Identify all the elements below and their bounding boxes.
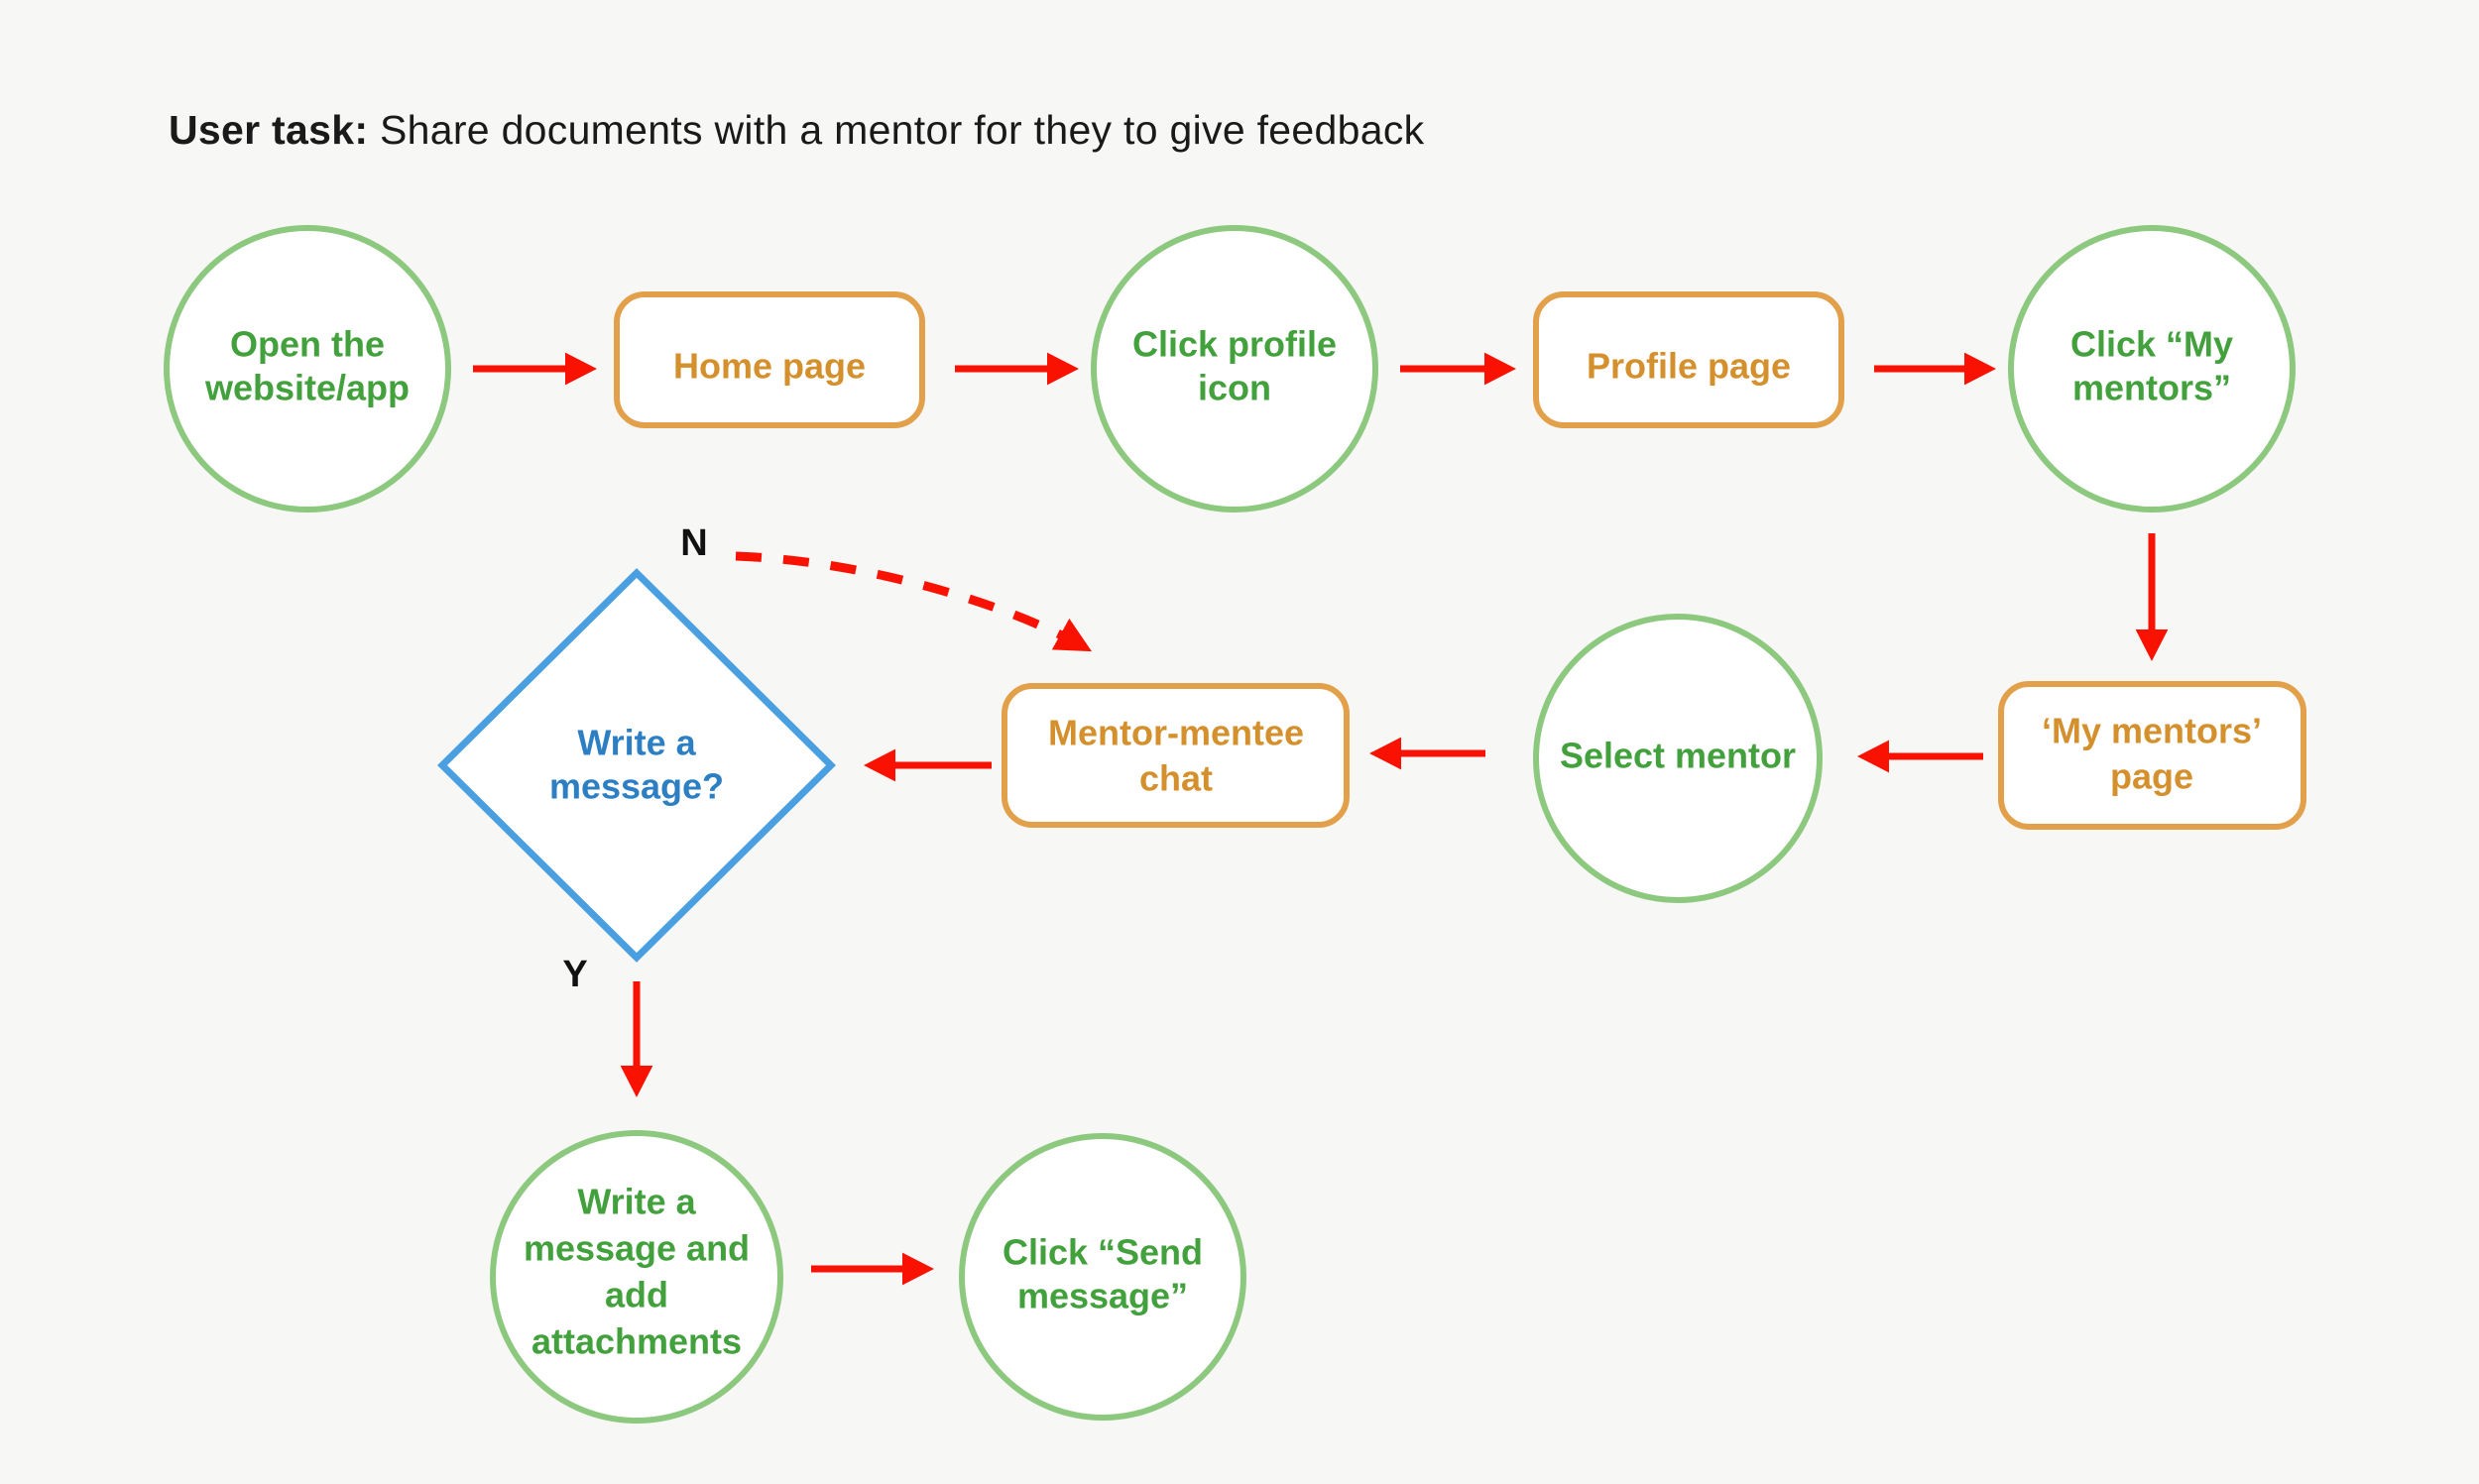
node-my-mentors-page-label-line-2: page bbox=[2110, 756, 2193, 797]
node-click-my-mentors-label-line-1: Click “My bbox=[2070, 324, 2233, 365]
node-click-send-message-shape bbox=[959, 1133, 1246, 1421]
node-select-mentor-label: Select mentor bbox=[1560, 736, 1796, 776]
node-write-message-add-attachments-label-line-3: add bbox=[605, 1275, 668, 1315]
node-write-a-message-decision-label-line-2: message? bbox=[549, 766, 724, 807]
node-write-a-message-decision-shape bbox=[437, 568, 836, 963]
node-click-profile-icon-label-line-2: icon bbox=[1198, 368, 1271, 408]
node-open-website-shape bbox=[164, 225, 451, 513]
node-click-profile-icon[interactable]: Click profile icon bbox=[1091, 225, 1378, 513]
node-write-message-add-attachments[interactable]: Write a message and add attachments bbox=[490, 1130, 783, 1424]
node-click-send-message-label-line-2: message” bbox=[1017, 1276, 1188, 1316]
node-click-profile-icon-label-line-1: Click profile bbox=[1132, 324, 1337, 365]
node-write-a-message-decision[interactable]: Write a message? bbox=[437, 568, 836, 963]
node-mentor-mentee-chat-label-line-1: Mentor-mentee bbox=[1048, 713, 1304, 753]
node-select-mentor[interactable]: Select mentor bbox=[1533, 614, 1823, 903]
node-click-my-mentors-shape bbox=[2008, 225, 2296, 513]
edge-decision-no-to-mentor-mentee-chat bbox=[735, 551, 1093, 652]
page-title: User task: Share documents with a mentor… bbox=[169, 107, 1424, 154]
page-title-prefix: User task: bbox=[169, 107, 369, 153]
node-my-mentors-page-shape bbox=[1998, 681, 2306, 830]
node-open-website-label-line-1: Open the bbox=[230, 324, 385, 365]
node-write-message-add-attachments-shape bbox=[490, 1130, 783, 1424]
branch-label-no: N bbox=[680, 522, 707, 564]
node-profile-page-label: Profile page bbox=[1587, 346, 1791, 387]
node-write-message-add-attachments-label-line-1: Write a bbox=[577, 1182, 696, 1222]
node-write-a-message-decision-label-line-1: Write a bbox=[577, 723, 696, 763]
node-profile-page[interactable]: Profile page bbox=[1533, 291, 1844, 428]
node-click-profile-icon-shape bbox=[1091, 225, 1378, 513]
node-mentor-mentee-chat-label-line-2: chat bbox=[1139, 758, 1213, 799]
node-open-website-label-line-2: website/app bbox=[204, 368, 410, 408]
node-my-mentors-page-label-line-1: ‘My mentors’ bbox=[2042, 711, 2262, 751]
node-click-send-message[interactable]: Click “Send message” bbox=[959, 1133, 1246, 1421]
node-click-my-mentors-label-line-2: mentors” bbox=[2072, 368, 2231, 408]
node-home-page-label: Home page bbox=[673, 346, 866, 387]
node-home-page[interactable]: Home page bbox=[614, 291, 925, 428]
page-title-text: Share documents with a mentor for they t… bbox=[368, 107, 1425, 153]
node-my-mentors-page[interactable]: ‘My mentors’ page bbox=[1998, 681, 2306, 830]
node-home-page-shape bbox=[614, 291, 925, 428]
node-write-message-add-attachments-label-line-4: attachments bbox=[531, 1321, 742, 1362]
node-mentor-mentee-chat[interactable]: Mentor-mentee chat bbox=[1002, 683, 1350, 828]
node-open-website[interactable]: Open the website/app bbox=[164, 225, 451, 513]
node-profile-page-shape bbox=[1533, 291, 1844, 428]
branch-label-yes: Y bbox=[562, 954, 587, 995]
node-click-send-message-label-line-1: Click “Send bbox=[1003, 1232, 1203, 1273]
node-select-mentor-shape bbox=[1533, 614, 1823, 903]
node-write-message-add-attachments-label-line-2: message and bbox=[524, 1228, 750, 1269]
node-mentor-mentee-chat-shape bbox=[1002, 683, 1350, 828]
node-click-my-mentors[interactable]: Click “My mentors” bbox=[2008, 225, 2296, 513]
